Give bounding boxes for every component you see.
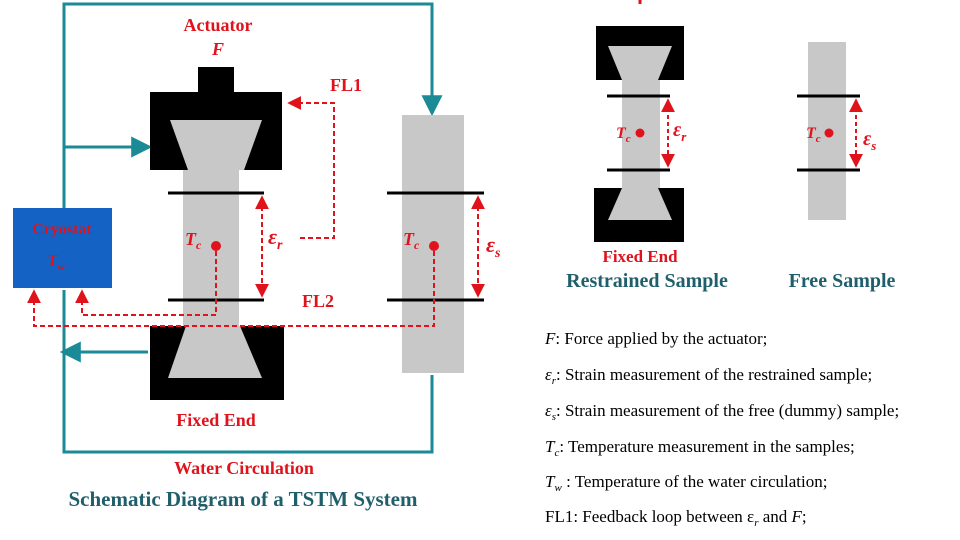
legend-sub-3: c [554, 447, 559, 459]
free-small-tc-sub: c [816, 133, 821, 145]
free-small-tc-label: Tc [806, 125, 821, 145]
free-small-strain-main: ε [863, 128, 872, 150]
legend-item-tw: Tw : Temperature of the water circulatio… [545, 472, 827, 494]
tc-restrained-dot [211, 241, 221, 251]
cryostat-symbol: Tw [47, 251, 65, 273]
legend-sym-1: ε [545, 365, 552, 384]
free-small-tc-dot [824, 128, 834, 138]
legend-sym-4: T [545, 472, 556, 491]
free-small-strain-sub: s [870, 138, 876, 153]
cryostat-label: Cryostat [32, 221, 92, 238]
restrained-small-tc-sub: c [626, 133, 631, 145]
legend-sub-4: w [554, 482, 562, 494]
restrained-small-tc-main: T [616, 125, 627, 142]
fixed-end-label: Fixed End [176, 410, 256, 430]
restrained-sample-bar [183, 165, 239, 355]
legend-item-strain-s: εs: Strain measurement of the free (dumm… [545, 401, 899, 423]
strain-r-main: ε [268, 224, 277, 249]
legend-sub-2: s [552, 411, 556, 423]
free-sample-title: Free Sample [789, 270, 896, 292]
restrained-small-bottom-taper [608, 188, 672, 220]
free-small-tc-main: T [806, 125, 817, 142]
legend-sub-5: r [754, 517, 759, 529]
strain-s-label: εs [486, 232, 501, 261]
legend-text-1: : Strain measurement of the restrained s… [556, 365, 872, 384]
fixed-end-grip-taper [168, 326, 262, 378]
legend-text-0: : Force applied by the actuator; [555, 329, 767, 348]
legend-text-5: FL1: Feedback loop between ε [545, 507, 754, 526]
tc-free-label: Tc [403, 229, 420, 252]
legend-text-3: : Temperature measurement in the samples… [559, 437, 854, 456]
main-diagram-title: Schematic Diagram of a TSTM System [69, 487, 418, 511]
actuator-grip-taper [170, 120, 262, 170]
legend-item-fl1: FL1: Feedback loop between εr and F; [545, 507, 807, 529]
fl1-feedback-line [287, 96, 335, 239]
tc-restrained-label: Tc [185, 229, 202, 252]
tc-restrained-sub: c [196, 238, 202, 252]
legend-sym-3: T [545, 437, 556, 456]
legend-end-5: ; [802, 507, 807, 526]
legend-item-tc: Tc: Temperature measurement in the sampl… [545, 437, 855, 459]
legend-sym-2: ε [545, 401, 552, 420]
restrained-small-strain-main: ε [673, 119, 682, 141]
legend-tail-5: and [758, 507, 791, 526]
actuator-symbol: F [211, 39, 224, 59]
cryostat-symbol-sub: w [58, 261, 66, 273]
legend-sub-1: r [552, 375, 557, 387]
legend-item-force: F: Force applied by the actuator; [544, 329, 767, 348]
strain-s-sub: s [494, 246, 501, 261]
fl1-label: FL1 [330, 75, 362, 95]
water-circulation-loop [59, 2, 443, 454]
water-circulation-label: Water Circulation [174, 458, 314, 478]
legend-sym-0: F [544, 329, 556, 348]
legend-text-2: : Strain measurement of the free (dummy)… [556, 401, 899, 420]
tc-free-dot [429, 241, 439, 251]
cryostat-symbol-main: T [47, 251, 58, 270]
legend: F: Force applied by the actuator; εr: St… [544, 329, 899, 529]
legend-text-4: : Temperature of the water circulation; [562, 472, 828, 491]
tc-restrained-main: T [185, 229, 197, 249]
cryostat-box [13, 208, 112, 288]
restrained-small-strain-label: εr [673, 119, 687, 144]
tc-restrained-line [75, 251, 217, 316]
strain-r-label: εr [268, 224, 283, 253]
restrained-small-fixed-end-label: Fixed End [602, 247, 678, 266]
legend-tail-sym-5: F [791, 507, 803, 526]
restrained-small-tc-label: Tc [616, 125, 631, 145]
restrained-sample-title: Restrained Sample [566, 270, 728, 292]
restrained-small-strain-sub: r [681, 129, 687, 144]
fl2-label: FL2 [302, 291, 334, 311]
legend-item-strain-r: εr: Strain measurement of the restrained… [545, 365, 872, 387]
tc-free-sub: c [414, 238, 420, 252]
free-small-strain-label: εs [863, 128, 876, 153]
strain-s-main: ε [486, 232, 495, 257]
restrained-small-tc-dot [635, 128, 645, 138]
strain-r-sub: r [277, 238, 283, 253]
restrained-small-top-taper [608, 46, 672, 80]
tc-free-main: T [403, 229, 415, 249]
actuator-label: Actuator [184, 15, 253, 35]
tc-free-line [27, 251, 435, 327]
